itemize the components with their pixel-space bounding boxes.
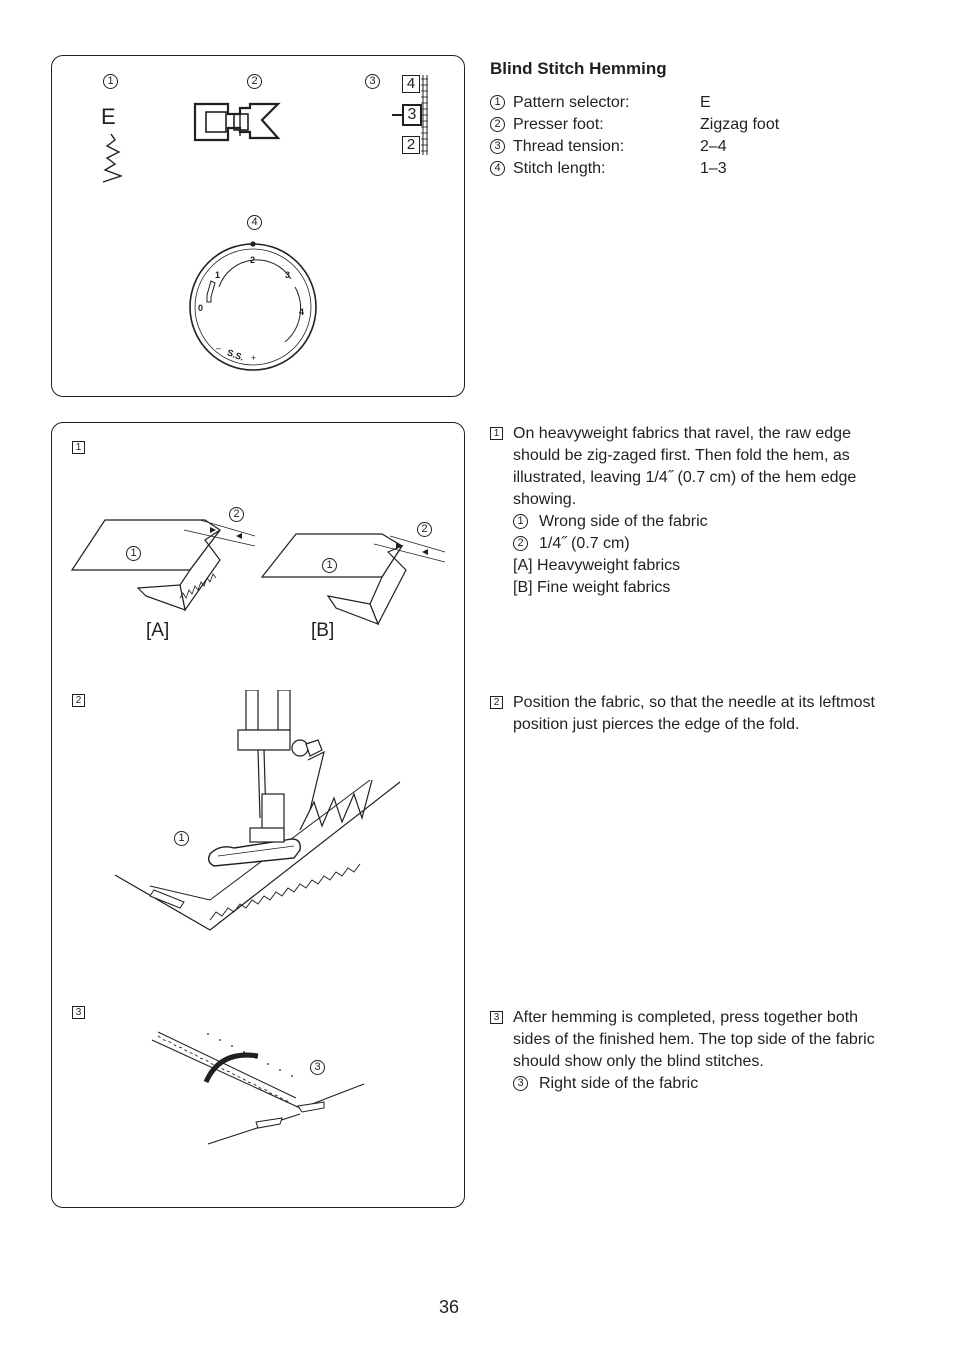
- setting-value: 1–3: [700, 160, 727, 177]
- dial-mark-2: 2: [250, 255, 256, 265]
- tension-indicator-line: [392, 114, 402, 116]
- sub-marker: 2: [513, 536, 528, 551]
- setting-marker: 4: [490, 161, 505, 176]
- step-3-tag: 3: [490, 1011, 503, 1024]
- fig-step-3-tag: 3: [72, 1006, 85, 1019]
- setting-label: Pattern selector:: [513, 94, 630, 111]
- dial-mark-4: 4: [299, 307, 305, 317]
- hem-fold-illustration: [70, 519, 446, 626]
- setting-label: Thread tension:: [513, 138, 625, 155]
- marker-pattern-selector: 1: [103, 74, 118, 89]
- marker-presser-foot: 2: [247, 74, 262, 89]
- dial-mark-plus: +: [251, 353, 257, 363]
- step-2-text: Position the fabric, so that the needle …: [513, 694, 875, 733]
- dial-mark-3: 3: [285, 270, 291, 280]
- setting-marker: 2: [490, 117, 505, 132]
- setting-value: 2–4: [700, 138, 727, 155]
- setting-label: Presser foot:: [513, 116, 604, 133]
- stitch-length-dial: 0 1 2 3 4 – S.S. +: [187, 237, 319, 373]
- setting-row-pattern-selector: 1 Pattern selector: E: [490, 92, 810, 114]
- dial-mark-1: 1: [215, 270, 221, 280]
- setting-value: Zigzag foot: [700, 116, 780, 133]
- setting-marker: 3: [490, 139, 505, 154]
- step-1-note-a: [A] Heavyweight fabrics: [513, 557, 681, 574]
- sub-text: 1/4˝ (0.7 cm): [539, 535, 630, 552]
- tension-value-upper: 4: [402, 75, 420, 93]
- sub-text: Wrong side of the fabric: [539, 513, 708, 530]
- fig3-marker-right-side: 3: [310, 1060, 325, 1075]
- sub-text: Right side of the fabric: [539, 1075, 699, 1092]
- fig2-marker-needle: 1: [174, 831, 189, 846]
- marker-stitch-length: 4: [247, 215, 262, 230]
- tension-value-current: 3: [402, 104, 422, 126]
- setting-row-presser-foot: 2 Presser foot: Zigzag foot: [490, 114, 810, 136]
- sub-marker: 1: [513, 514, 528, 529]
- fig-step-2-tag: 2: [72, 694, 85, 707]
- step-3-sub-right-side: 3 Right side of the fabric: [513, 1073, 898, 1095]
- presser-foot-sewing-illustration: [114, 690, 401, 931]
- setting-row-thread-tension: 3 Thread tension: 2–4: [490, 136, 810, 158]
- blind-stitch-pattern-icon: [102, 133, 124, 183]
- marker-thread-tension: 3: [365, 74, 380, 89]
- dial-mark-dash: –: [216, 343, 222, 353]
- step-1-sub-gap: 2 1/4˝ (0.7 cm): [513, 533, 898, 555]
- setting-value: E: [700, 94, 711, 111]
- fig1-a-marker-gap: 2: [229, 507, 244, 522]
- fig-step-1-tag: 1: [72, 441, 85, 454]
- step-1-note-b: [B] Fine weight fabrics: [513, 579, 671, 596]
- finished-hem-illustration: [151, 1031, 365, 1145]
- setting-marker: 1: [490, 95, 505, 110]
- step-1-tag: 1: [490, 427, 503, 440]
- step-2-tag: 2: [490, 696, 503, 709]
- step-3-text: After hemming is completed, press togeth…: [513, 1009, 875, 1070]
- setting-row-stitch-length: 4 Stitch length: 1–3: [490, 158, 810, 180]
- sub-marker: 3: [513, 1076, 528, 1091]
- section-title: Blind Stitch Hemming: [490, 59, 667, 78]
- fig1-label-a: [A]: [146, 620, 170, 641]
- zigzag-presser-foot-icon: [193, 102, 281, 142]
- setting-label: Stitch length:: [513, 160, 606, 177]
- step-1-text: On heavyweight fabrics that ravel, the r…: [513, 425, 857, 508]
- dial-mark-0: 0: [198, 303, 204, 313]
- page-number: 36: [439, 1297, 460, 1317]
- fig1-b-marker-wrong-side: 1: [322, 558, 337, 573]
- pattern-letter: E: [101, 104, 116, 129]
- tension-value-lower: 2: [402, 136, 420, 154]
- fig1-label-b: [B]: [311, 620, 335, 641]
- step-1-sub-wrong-side: 1 Wrong side of the fabric: [513, 511, 898, 533]
- fig1-a-marker-wrong-side: 1: [126, 546, 141, 561]
- tension-scale: 4 3 2: [401, 75, 429, 155]
- fig1-b-marker-gap: 2: [417, 522, 432, 537]
